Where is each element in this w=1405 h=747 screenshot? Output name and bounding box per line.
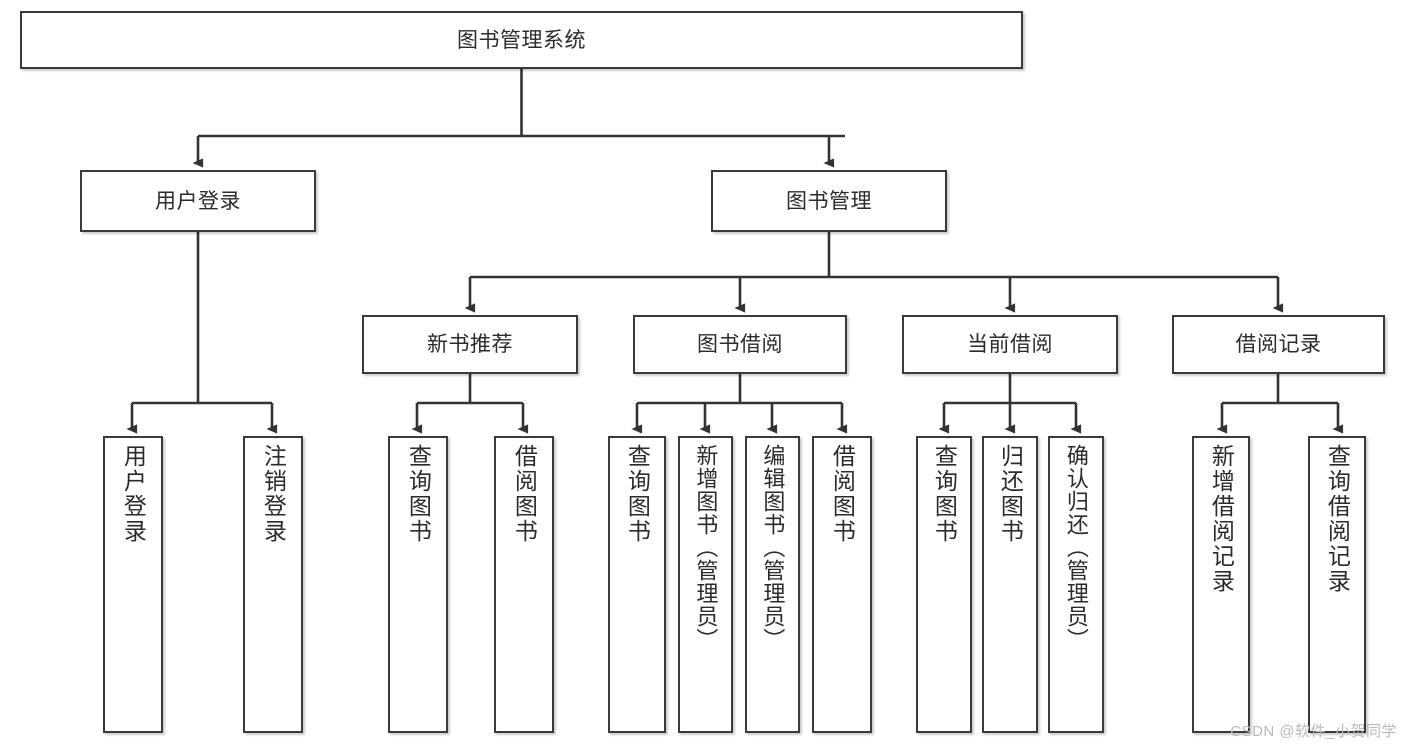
leaf-user-login-label: 用户登录 bbox=[120, 444, 147, 544]
leaf-edit-book-label: 编辑图书（管理员） bbox=[760, 444, 786, 651]
leaf-query-record[interactable]: 查询借阅记录 bbox=[1308, 436, 1366, 733]
leaf-borrow-book-2[interactable]: 借阅图书 bbox=[812, 436, 872, 733]
node-book-borrow[interactable]: 图书借阅 bbox=[633, 315, 847, 374]
node-book-manage-label: 图书管理 bbox=[786, 189, 872, 213]
leaf-query-book-3[interactable]: 查询图书 bbox=[916, 436, 972, 733]
leaf-add-record[interactable]: 新增借阅记录 bbox=[1192, 436, 1250, 733]
leaf-return-book[interactable]: 归还图书 bbox=[982, 436, 1038, 733]
leaf-logout[interactable]: 注销登录 bbox=[243, 436, 303, 733]
leaf-borrow-book-1[interactable]: 借阅图书 bbox=[494, 436, 554, 733]
node-current-borrow-label: 当前借阅 bbox=[967, 333, 1053, 356]
leaf-add-record-label: 新增借阅记录 bbox=[1208, 444, 1235, 594]
leaf-add-book-label: 新增图书（管理员） bbox=[693, 444, 719, 651]
leaf-borrow-book-1-label: 借阅图书 bbox=[511, 444, 538, 544]
node-book-manage[interactable]: 图书管理 bbox=[711, 170, 947, 232]
node-user-login[interactable]: 用户登录 bbox=[80, 170, 316, 232]
node-root[interactable]: 图书管理系统 bbox=[20, 11, 1023, 69]
leaf-confirm-return-label: 确认归还（管理员） bbox=[1063, 444, 1089, 651]
leaf-query-book-2[interactable]: 查询图书 bbox=[608, 436, 666, 733]
node-new-book-rec-label: 新书推荐 bbox=[427, 333, 513, 356]
node-user-login-label: 用户登录 bbox=[155, 189, 241, 213]
leaf-borrow-book-2-label: 借阅图书 bbox=[829, 444, 856, 544]
node-book-borrow-label: 图书借阅 bbox=[697, 333, 783, 356]
leaf-query-book-1-label: 查询图书 bbox=[405, 444, 432, 544]
node-root-label: 图书管理系统 bbox=[457, 28, 586, 52]
node-borrow-record[interactable]: 借阅记录 bbox=[1172, 315, 1385, 374]
leaf-query-book-2-label: 查询图书 bbox=[624, 444, 651, 544]
leaf-query-book-3-label: 查询图书 bbox=[931, 444, 958, 544]
node-current-borrow[interactable]: 当前借阅 bbox=[902, 315, 1118, 374]
watermark: CSDN @软件_小贺同学 bbox=[1230, 723, 1397, 740]
node-new-book-rec[interactable]: 新书推荐 bbox=[362, 315, 578, 374]
leaf-query-book-1[interactable]: 查询图书 bbox=[388, 436, 448, 733]
leaf-user-login[interactable]: 用户登录 bbox=[103, 436, 163, 733]
leaf-add-book[interactable]: 新增图书（管理员） bbox=[678, 436, 733, 733]
leaf-query-record-label: 查询借阅记录 bbox=[1324, 444, 1351, 594]
leaf-return-book-label: 归还图书 bbox=[997, 444, 1024, 544]
leaf-confirm-return[interactable]: 确认归还（管理员） bbox=[1048, 436, 1104, 733]
node-borrow-record-label: 借阅记录 bbox=[1235, 333, 1322, 356]
leaf-logout-label: 注销登录 bbox=[260, 444, 287, 544]
leaf-edit-book[interactable]: 编辑图书（管理员） bbox=[745, 436, 800, 733]
